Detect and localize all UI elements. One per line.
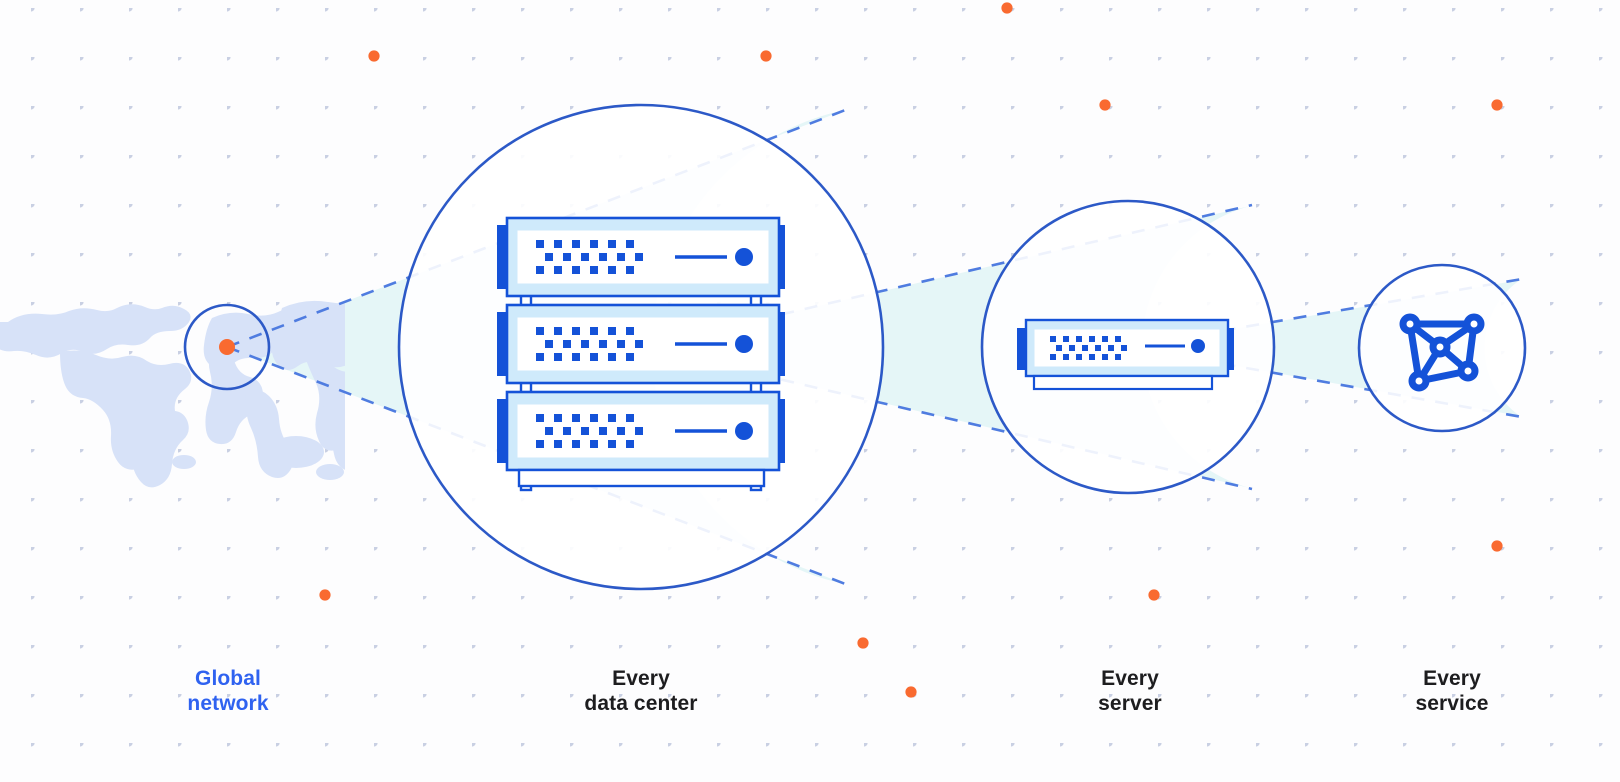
label-every-service: Every service: [1415, 667, 1489, 715]
network-mesh-icon: [1399, 313, 1485, 392]
world-map: [0, 300, 345, 488]
stage-global-network[interactable]: [183, 303, 271, 391]
rack-unit-3: [497, 390, 785, 472]
single-server-unit: [1017, 318, 1234, 391]
accent-dot: [1099, 99, 1111, 111]
accent-dot: [857, 637, 869, 649]
accent-dot: [1491, 540, 1503, 552]
mesh-node-top-left: [1399, 313, 1421, 335]
mesh-node-center: [1429, 336, 1451, 358]
server-base-plate: [1032, 374, 1214, 391]
accent-dot: [1148, 589, 1160, 601]
mesh-node-top-right: [1463, 313, 1485, 335]
rack-base-plate: [517, 468, 766, 488]
stage-every-service[interactable]: [1357, 263, 1527, 433]
stage-every-server[interactable]: [980, 199, 1276, 495]
mesh-node-bottom-right: [1457, 360, 1479, 382]
mesh-node-bottom-left: [1408, 370, 1430, 392]
rack-unit-1: [497, 216, 785, 298]
rack-unit-2: [497, 303, 785, 385]
label-global-network: Global network: [187, 667, 269, 715]
accent-dot: [905, 686, 917, 698]
dashed-line-server-service-bot: [1127, 345, 1523, 419]
accent-dots-group: [319, 2, 1503, 698]
dashed-line-server-service-top: [1127, 277, 1523, 349]
global-network-circle: [183, 303, 271, 391]
label-every-data-center: Every data center: [584, 667, 698, 715]
location-pin-dot: [219, 339, 235, 355]
accent-dot: [368, 50, 380, 62]
stage-every-data-center[interactable]: [397, 103, 885, 591]
accent-dot: [319, 589, 331, 601]
label-every-server: Every server: [1098, 667, 1162, 715]
accent-dot: [1001, 2, 1013, 14]
accent-dot: [1491, 99, 1503, 111]
server-rack: [497, 216, 785, 492]
accent-dot: [760, 50, 772, 62]
